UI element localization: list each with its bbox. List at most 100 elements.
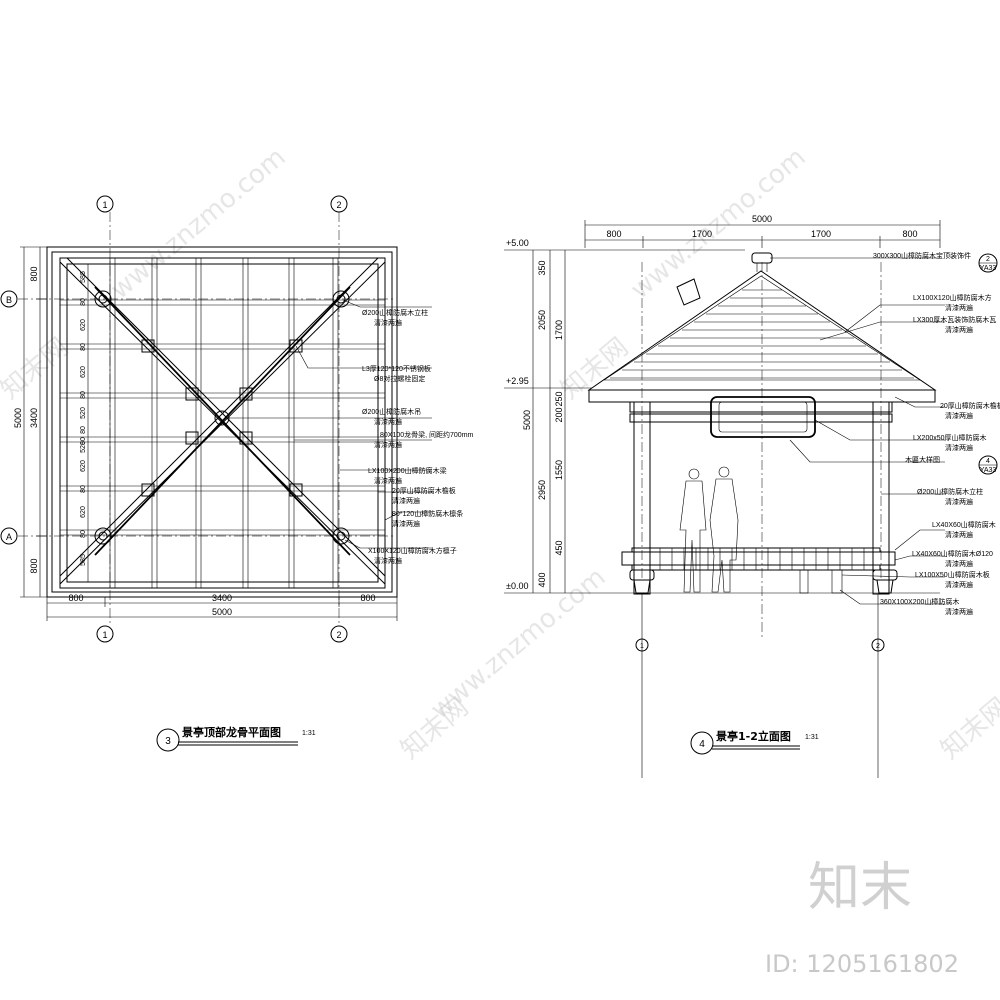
svg-text:清漆两遍: 清漆两遍 [374, 476, 402, 485]
svg-text:清漆两遍: 清漆两遍 [374, 417, 402, 426]
elev-note-finial: 300X300山樟防腐木宝顶装饰件 [873, 251, 971, 260]
axis-label-1-bottom: 1 [102, 630, 107, 640]
axis-label-1-top: 1 [102, 200, 107, 210]
axis-label-a: A [6, 532, 12, 542]
svg-text:350: 350 [537, 260, 547, 275]
elev-dim-800-left: 800 [606, 229, 621, 239]
svg-text:清漆两遍: 清漆两遍 [374, 318, 402, 327]
svg-text:清漆两遍: 清漆两遍 [945, 607, 973, 616]
svg-text:清漆两遍: 清漆两遍 [945, 559, 973, 568]
watermark-cn-1: 知末网 [0, 332, 74, 405]
plan-outer-edge-inner [51, 251, 393, 593]
plan-note-hanging-post: Ø200山樟防腐木吊 [362, 407, 421, 416]
elev-dim-1700-right: 1700 [811, 229, 831, 239]
plan-scale: 1:31 [302, 730, 316, 737]
elev-title: 景亭1-2立面图 [715, 729, 791, 743]
axis-label-b: B [6, 295, 12, 305]
dim-left-800-top: 800 [29, 266, 39, 281]
roof-finial [751, 252, 773, 264]
svg-text:80: 80 [80, 437, 87, 445]
svg-text:清漆两遍: 清漆两遍 [392, 496, 420, 505]
svg-text:清漆两遍: 清漆两遍 [945, 411, 973, 420]
svg-text:620: 620 [80, 366, 87, 378]
plan-dims-bottom: 800 3400 800 5000 [46, 593, 398, 621]
dim-left-3400: 3400 [29, 408, 39, 428]
detail-tag-2-sheet: YA33 [980, 265, 997, 272]
svg-text:80: 80 [80, 426, 87, 434]
plan-dims-inner: 585 80 620 80 620 80 520 80 520 80 620 8… [80, 264, 89, 582]
axis-label-2-bottom: 2 [336, 630, 341, 640]
elev-dim-5000: 5000 [752, 214, 772, 224]
dim-bottom-5000: 5000 [212, 607, 232, 617]
plan-note-main-beam: LX100X200山樟防腐木梁 [368, 466, 447, 475]
watermark-cn-2: 知末网 [555, 332, 634, 405]
svg-text:清漆两遍: 清漆两遍 [945, 530, 973, 539]
svg-text:80: 80 [80, 391, 87, 399]
elev-dim-800-right: 800 [902, 229, 917, 239]
plan-steel-plates [141, 339, 303, 497]
svg-text:1550: 1550 [554, 460, 564, 480]
elev-note-baluster: LX40X60山樟防腐木Ø120 [912, 549, 993, 558]
plan-frame-edge-inner [66, 263, 379, 583]
plan-horizontal-purlins [60, 299, 385, 536]
elev-note-tile: LX300厚木瓦装饰防腐木瓦 [913, 315, 996, 324]
plan-title-number: 3 [165, 736, 171, 747]
svg-text:80: 80 [80, 530, 87, 538]
elev-dims-left: 350 1700 2050 2950 1550 450 400 250 200 … [522, 250, 566, 593]
elev-axis-1: 1 [640, 643, 644, 650]
elev-detail-tags: 2 YA33 4 YA33 [978, 253, 998, 475]
elev-dim-1700-left: 1700 [692, 229, 712, 239]
dim-bottom-3400: 3400 [212, 593, 232, 603]
svg-text:清漆两遍: 清漆两遍 [392, 519, 420, 528]
svg-text:620: 620 [80, 506, 87, 518]
elev-dims-top: 5000 800 1700 1700 800 [584, 214, 941, 248]
svg-text:585: 585 [80, 271, 87, 283]
svg-text:80: 80 [80, 343, 87, 351]
elev-beam [629, 396, 893, 438]
svg-text:清漆两遍: 清漆两遍 [945, 497, 973, 506]
plan-annotations: Ø200山樟防腐木立柱 清漆两遍 L3厚120*120不锈钢板 Ø8对拉螺栓固定… [229, 299, 474, 565]
plan-note-fascia: 20厚山樟防腐木檐板 [392, 486, 456, 495]
svg-text:585: 585 [80, 554, 87, 566]
watermark-site-2: www.znzmo.com [625, 142, 811, 305]
watermark-layer: www.znzmo.com www.znzmo.com www.znzmo.co… [0, 142, 1000, 765]
elev-title-block: 4 景亭1-2立面图 1:31 [690, 729, 819, 755]
watermark-site-1: www.znzmo.com [105, 142, 291, 305]
asset-id: ID: 1205161802 [765, 950, 959, 978]
svg-text:520: 520 [80, 407, 87, 419]
svg-text:清漆两遍: 清漆两遍 [945, 443, 973, 452]
plan-note-column: Ø200山樟防腐木立柱 [362, 308, 428, 317]
svg-text:5000: 5000 [522, 410, 532, 430]
level-top: +5.00 [506, 238, 529, 248]
plan-dims-left: 800 3400 800 5000 [13, 246, 47, 598]
plan-note-keel: 80X100龙骨梁, 间距约700mm [380, 430, 474, 439]
elev-annotations: 300X300山樟防腐木宝顶装饰件 LX100X120山樟防腐木方 清漆两遍 L… [770, 251, 1000, 616]
svg-text:620: 620 [80, 319, 87, 331]
svg-text:清漆两遍: 清漆两遍 [945, 580, 973, 589]
scale-figures [679, 466, 739, 593]
svg-text:清漆两遍: 清漆两遍 [945, 303, 973, 312]
svg-text:Ø8对拉螺栓固定: Ø8对拉螺栓固定 [374, 374, 425, 383]
svg-text:250: 250 [554, 391, 564, 406]
svg-text:1700: 1700 [554, 320, 564, 340]
svg-text:清漆两遍: 清漆两遍 [374, 440, 402, 449]
axis-label-2-top: 2 [336, 200, 341, 210]
plan-note-steel-plate: L3厚120*120不锈钢板 [362, 364, 431, 373]
brand-logo-text: 知末 [808, 858, 912, 918]
detail-tag-2-num: 2 [986, 256, 990, 263]
svg-text:400: 400 [537, 572, 547, 587]
dim-left-800-bottom: 800 [29, 558, 39, 573]
level-eave: +2.95 [506, 376, 529, 386]
elev-levels: +5.00 +2.95 ±0.00 [504, 238, 940, 594]
brand-watermark: 知末 ID: 1205161802 [765, 858, 959, 978]
svg-text:450: 450 [554, 540, 564, 555]
roof-frame-plan: 1 2 1 2 B A 800 3400 800 5000 [0, 195, 474, 752]
plan-outer-edge [46, 246, 398, 598]
dim-bottom-800-right: 800 [360, 593, 375, 603]
elev-bench [621, 547, 898, 594]
plan-axis-bubbles: 1 2 1 2 B A [0, 195, 348, 643]
level-ground: ±0.00 [506, 581, 528, 591]
elev-note-seat: LX100X50山樟防腐木板 [915, 570, 990, 579]
detail-tag-4-num: 4 [986, 458, 990, 465]
